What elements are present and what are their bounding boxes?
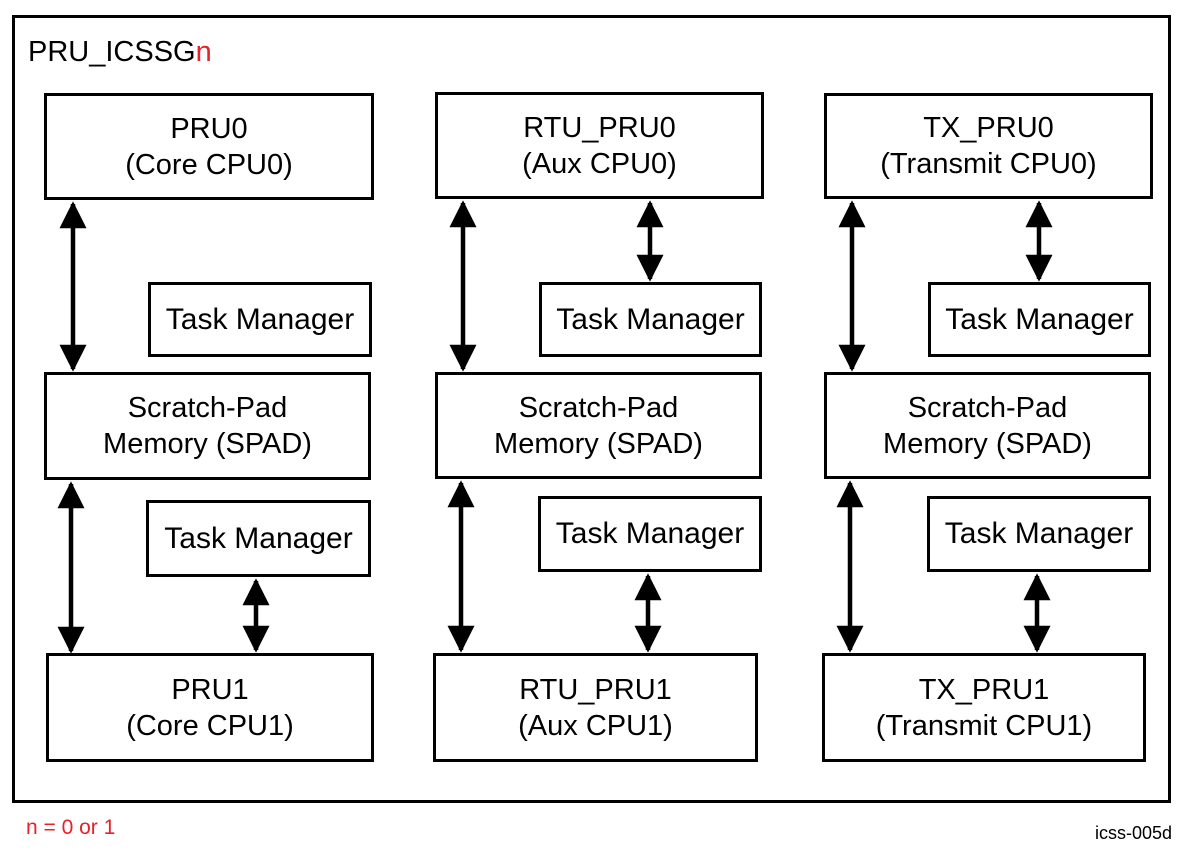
cpu-name: PRU1 bbox=[171, 673, 249, 706]
spad-box: Scratch-Pad Memory (SPAD) bbox=[435, 372, 762, 479]
task-manager-label: Task Manager bbox=[944, 517, 1134, 550]
cpu-box-pru1: PRU1 (Core CPU1) bbox=[46, 653, 374, 762]
cpu-role: (Transmit CPU1) bbox=[875, 709, 1093, 742]
cpu-name: RTU_PRU1 bbox=[519, 673, 672, 706]
spad-line2: Memory (SPAD) bbox=[883, 427, 1092, 460]
cpu-box-tx-pru0: TX_PRU0 (Transmit CPU0) bbox=[824, 93, 1153, 199]
cpu-box-rtu-pru0: RTU_PRU0 (Aux CPU0) bbox=[435, 92, 764, 199]
task-manager-label: Task Manager bbox=[556, 302, 745, 336]
diagram-title: PRU_ICSSGn bbox=[28, 35, 212, 69]
footnote: n = 0 or 1 bbox=[26, 816, 116, 839]
title-suffix: n bbox=[195, 36, 212, 68]
cpu-box-pru0: PRU0 (Core CPU0) bbox=[44, 93, 374, 200]
task-manager-label: Task Manager bbox=[945, 302, 1134, 336]
spad-box: Scratch-Pad Memory (SPAD) bbox=[824, 372, 1151, 479]
spad-line1: Scratch-Pad bbox=[907, 391, 1068, 424]
cpu-name: TX_PRU1 bbox=[918, 673, 1050, 706]
cpu-name: RTU_PRU0 bbox=[523, 111, 676, 144]
spad-line2: Memory (SPAD) bbox=[103, 428, 312, 460]
cpu-role: (Aux CPU1) bbox=[518, 709, 673, 742]
task-manager-box: Task Manager bbox=[927, 496, 1151, 572]
cpu-role: (Aux CPU0) bbox=[522, 147, 677, 180]
cpu-box-rtu-pru1: RTU_PRU1 (Aux CPU1) bbox=[433, 653, 758, 762]
task-manager-box: Task Manager bbox=[538, 496, 762, 572]
cpu-role: (Transmit CPU0) bbox=[880, 148, 1097, 180]
task-manager-box: Task Manager bbox=[146, 500, 371, 577]
spad-line1: Scratch-Pad bbox=[127, 392, 288, 424]
spad-line2: Memory (SPAD) bbox=[494, 427, 703, 460]
cpu-role: (Core CPU0) bbox=[125, 148, 293, 181]
task-manager-box: Task Manager bbox=[148, 282, 372, 357]
pru-icssg-container bbox=[12, 15, 1171, 803]
spad-line1: Scratch-Pad bbox=[518, 391, 679, 424]
cpu-box-tx-pru1: TX_PRU1 (Transmit CPU1) bbox=[822, 653, 1146, 762]
cpu-name: TX_PRU0 bbox=[923, 112, 1054, 144]
cpu-name: PRU0 bbox=[170, 112, 248, 145]
cpu-role: (Core CPU1) bbox=[126, 709, 294, 742]
spad-box: Scratch-Pad Memory (SPAD) bbox=[44, 372, 371, 480]
task-manager-label: Task Manager bbox=[164, 521, 353, 555]
task-manager-label: Task Manager bbox=[555, 517, 745, 550]
task-manager-box: Task Manager bbox=[539, 282, 762, 357]
figure-id: icss-005d bbox=[1094, 823, 1172, 843]
task-manager-box: Task Manager bbox=[928, 282, 1151, 357]
task-manager-label: Task Manager bbox=[165, 302, 355, 336]
title-text: PRU_ICSSG bbox=[28, 36, 196, 68]
